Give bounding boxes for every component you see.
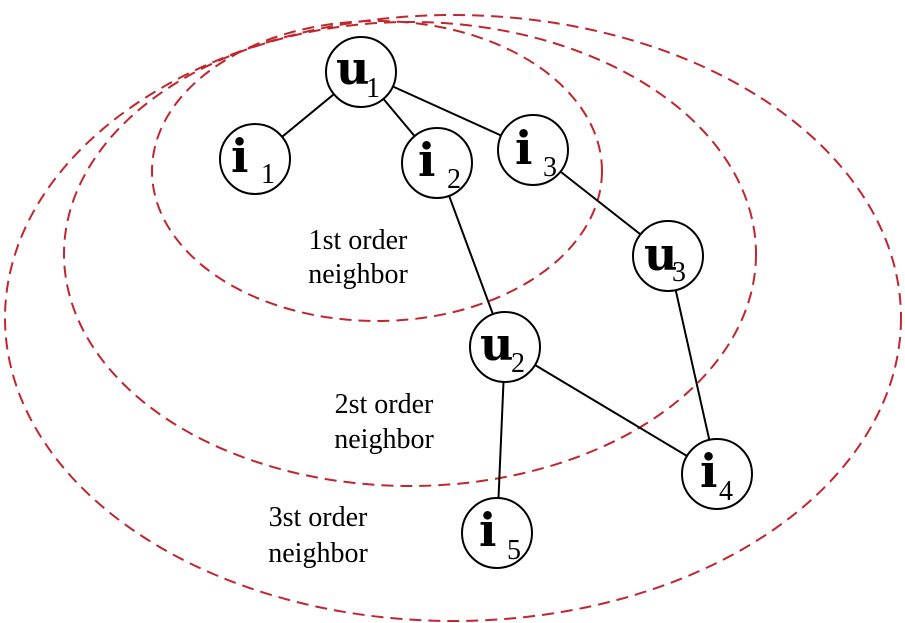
label-3rd-order: 3st order neighbor xyxy=(268,502,368,569)
node-letter: i xyxy=(231,129,248,183)
edge-u1-i2 xyxy=(382,98,416,137)
node-u2[interactable]: u 2 xyxy=(469,311,541,383)
node-circle xyxy=(469,311,541,383)
label-line-2: neighbor xyxy=(308,259,408,290)
node-circle xyxy=(681,438,753,510)
node-subscript: 4 xyxy=(719,476,733,507)
node-letter: i xyxy=(700,444,717,498)
node-circle xyxy=(632,220,704,292)
node-letter: i xyxy=(418,133,435,187)
node-subscript: 5 xyxy=(507,535,521,566)
edge-u3-i4 xyxy=(674,289,711,441)
edge-u1-i1 xyxy=(281,93,335,138)
edge-i3-u3 xyxy=(559,170,642,236)
label-line-1: 3st order xyxy=(269,502,368,533)
node-subscript: 1 xyxy=(261,159,275,190)
edge-i2-u2 xyxy=(448,195,494,315)
node-letter: i xyxy=(515,121,532,175)
node-circle xyxy=(219,123,291,195)
label-line-2: neighbor xyxy=(268,538,368,569)
node-circle xyxy=(497,114,569,186)
node-i2[interactable]: i 2 xyxy=(401,127,473,199)
node-circle xyxy=(401,127,473,199)
node-i4[interactable]: i 4 xyxy=(681,438,753,510)
node-circle xyxy=(325,36,397,108)
node-letter: u xyxy=(644,227,677,281)
ring-1st-order xyxy=(151,20,603,322)
node-i5[interactable]: i 5 xyxy=(461,497,533,569)
label-2nd-order: 2st order neighbor xyxy=(334,389,434,455)
node-i3[interactable]: i 3 xyxy=(497,114,569,186)
node-letter: u xyxy=(480,317,513,371)
node-letter: i xyxy=(479,503,496,557)
node-circle xyxy=(461,497,533,569)
edge-u2-i4 xyxy=(534,364,688,457)
graph-edges xyxy=(281,85,711,499)
node-subscript: 3 xyxy=(543,152,557,183)
label-line-2: neighbor xyxy=(334,424,434,455)
node-subscript: 3 xyxy=(672,257,686,288)
label-1st-order: 1st order neighbor xyxy=(308,225,408,290)
label-line-1: 2st order xyxy=(335,389,434,420)
node-subscript: 2 xyxy=(447,164,461,195)
neighbor-rings xyxy=(4,14,902,622)
edge-u2-i5 xyxy=(497,381,505,499)
node-i1[interactable]: i 1 xyxy=(219,123,291,195)
node-subscript: 1 xyxy=(366,73,380,104)
label-line-1: 1st order xyxy=(309,225,408,256)
ring-2nd-order xyxy=(63,21,757,487)
node-subscript: 2 xyxy=(511,348,525,379)
ring-3rd-order xyxy=(4,14,902,622)
node-u1[interactable]: u 1 xyxy=(325,36,397,108)
node-u3[interactable]: u 3 xyxy=(632,220,704,292)
node-letter: u xyxy=(336,41,369,95)
edge-u1-i3 xyxy=(392,85,502,137)
